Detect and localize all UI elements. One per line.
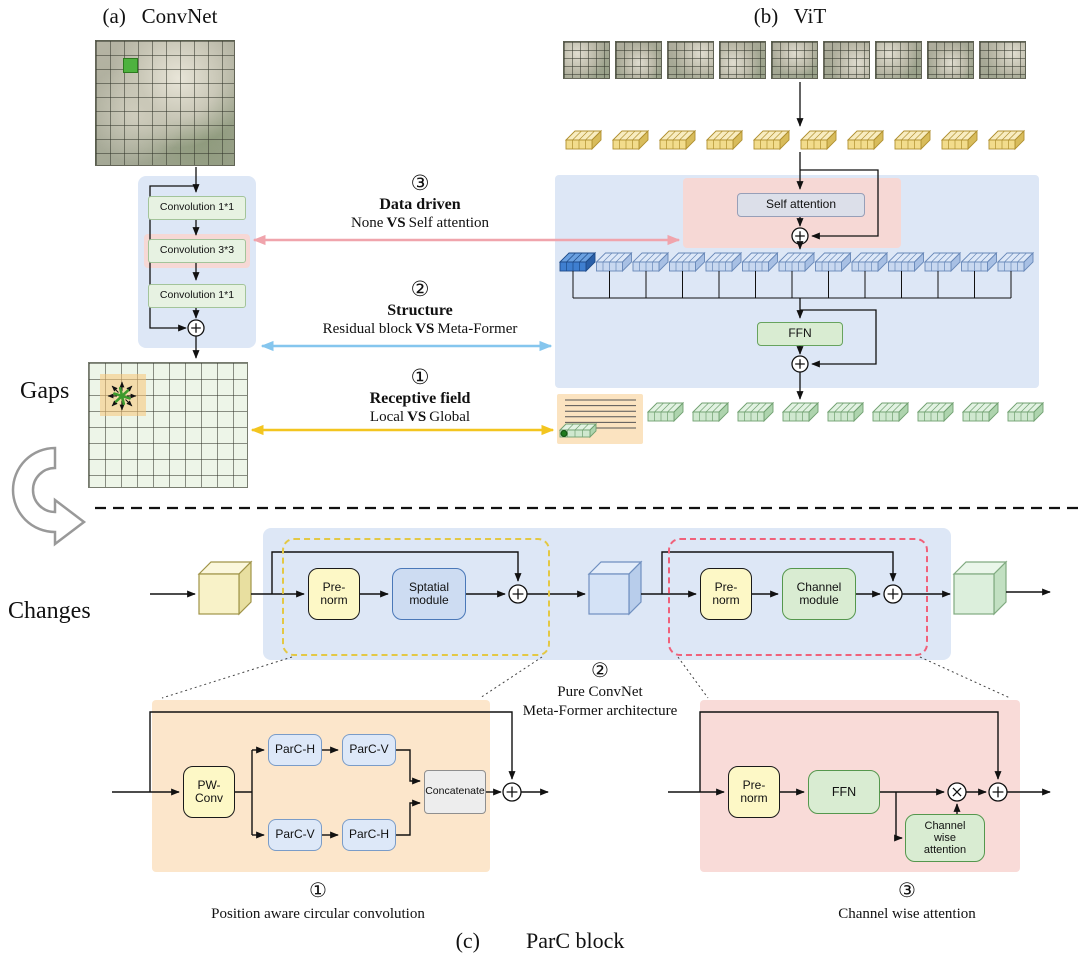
panel-a-title: (a) ConvNet: [102, 4, 218, 28]
token: [893, 129, 932, 151]
meta-former-note: ② Pure ConvNet Meta-Former architecture: [460, 660, 740, 721]
pw-conv-box: PW- Conv: [183, 766, 235, 818]
parc-h-top-box: ParC-H: [268, 734, 322, 766]
token: [916, 401, 955, 423]
connector-line: [161, 656, 293, 699]
spatial-module-box: Sptatial module: [392, 568, 466, 620]
token: [691, 401, 730, 423]
ffn-detail-box: FFN: [808, 770, 880, 814]
note3-number: ③: [898, 880, 916, 902]
concatenate-box: Concatenate: [424, 770, 486, 814]
changes-label: Changes: [8, 598, 91, 624]
gaps-to-changes-arrow: [11, 446, 87, 547]
gap1-number: ①: [410, 365, 430, 389]
caption-prefix: (c): [455, 928, 481, 953]
parc-v-bottom-box: ParC-V: [268, 819, 322, 851]
self-attention-box: Self attention: [737, 193, 865, 217]
token: [646, 401, 685, 423]
patch-row: [563, 41, 1043, 79]
token: [846, 129, 885, 151]
token: [826, 401, 865, 423]
parc-h-bottom-box: ParC-H: [342, 819, 396, 851]
pre-norm-box-1: Pre- norm: [308, 568, 360, 620]
image-patch: [719, 41, 766, 79]
token: [752, 129, 791, 151]
spatial-module-dashed-box: [282, 538, 550, 656]
pre-norm-box-2: Pre- norm: [700, 568, 752, 620]
token: [799, 129, 838, 151]
token: [940, 129, 979, 151]
token: [1006, 401, 1045, 423]
token: [611, 129, 650, 151]
conv-1x1-bottom-box: Convolution 1*1: [148, 284, 246, 308]
conv-3x3-box: Convolution 3*3: [148, 239, 246, 263]
note1-number: ①: [309, 880, 327, 902]
caption-title: ParC block: [526, 928, 625, 953]
image-patch: [771, 41, 818, 79]
input-image: [95, 40, 235, 166]
image-patch: [823, 41, 870, 79]
image-patch: [979, 41, 1026, 79]
channel-module-dashed-box: [668, 538, 928, 656]
token: [658, 129, 697, 151]
image-patch: [667, 41, 714, 79]
local-pixel-marker: [123, 58, 138, 73]
input-cube: [197, 560, 253, 616]
token: [961, 401, 1000, 423]
note2-line1: Pure ConvNet: [557, 684, 643, 700]
pre-norm-box-3: Pre- norm: [728, 766, 780, 818]
connector-line: [919, 656, 1011, 699]
local-receptive-field-highlight: [100, 374, 146, 416]
ffn-box: FFN: [757, 322, 843, 346]
output-cube: [952, 560, 1008, 616]
channel-module-box: Channel module: [782, 568, 856, 620]
panel-b-title: (b) ViT: [753, 4, 827, 28]
note3-text: Channel wise attention: [838, 906, 976, 922]
note1-text: Position aware circular convolution: [211, 906, 425, 922]
token: [705, 129, 744, 151]
add-node: [502, 782, 522, 802]
gap1-title: Receptive field: [369, 390, 471, 408]
image-patch: [927, 41, 974, 79]
parc-v-top-box: ParC-V: [342, 734, 396, 766]
image-patch: [615, 41, 662, 79]
channel-wise-attention-box: Channel wise attention: [905, 814, 985, 862]
global-receptive-field-box: [557, 394, 643, 444]
token: [987, 129, 1026, 151]
figure-caption: (c) ParC block: [380, 928, 700, 954]
gap2-title: Structure: [387, 302, 453, 320]
gap3-title: Data driven: [379, 196, 461, 214]
token: [871, 401, 910, 423]
channel-attention-note: ③ Channel wise attention: [767, 880, 1047, 924]
gap2-number: ②: [410, 277, 430, 301]
note2-number: ②: [591, 660, 609, 682]
gap3-number: ③: [410, 171, 430, 195]
image-patch: [875, 41, 922, 79]
token: [564, 129, 603, 151]
conv-1x1-top-box: Convolution 1*1: [148, 196, 246, 220]
token: [781, 401, 820, 423]
image-patch: [563, 41, 610, 79]
token: [736, 401, 775, 423]
circular-convolution-note: ① Position aware circular convolution: [168, 880, 468, 924]
note2-line2: Meta-Former architecture: [522, 702, 678, 719]
gaps-label: Gaps: [20, 378, 70, 404]
